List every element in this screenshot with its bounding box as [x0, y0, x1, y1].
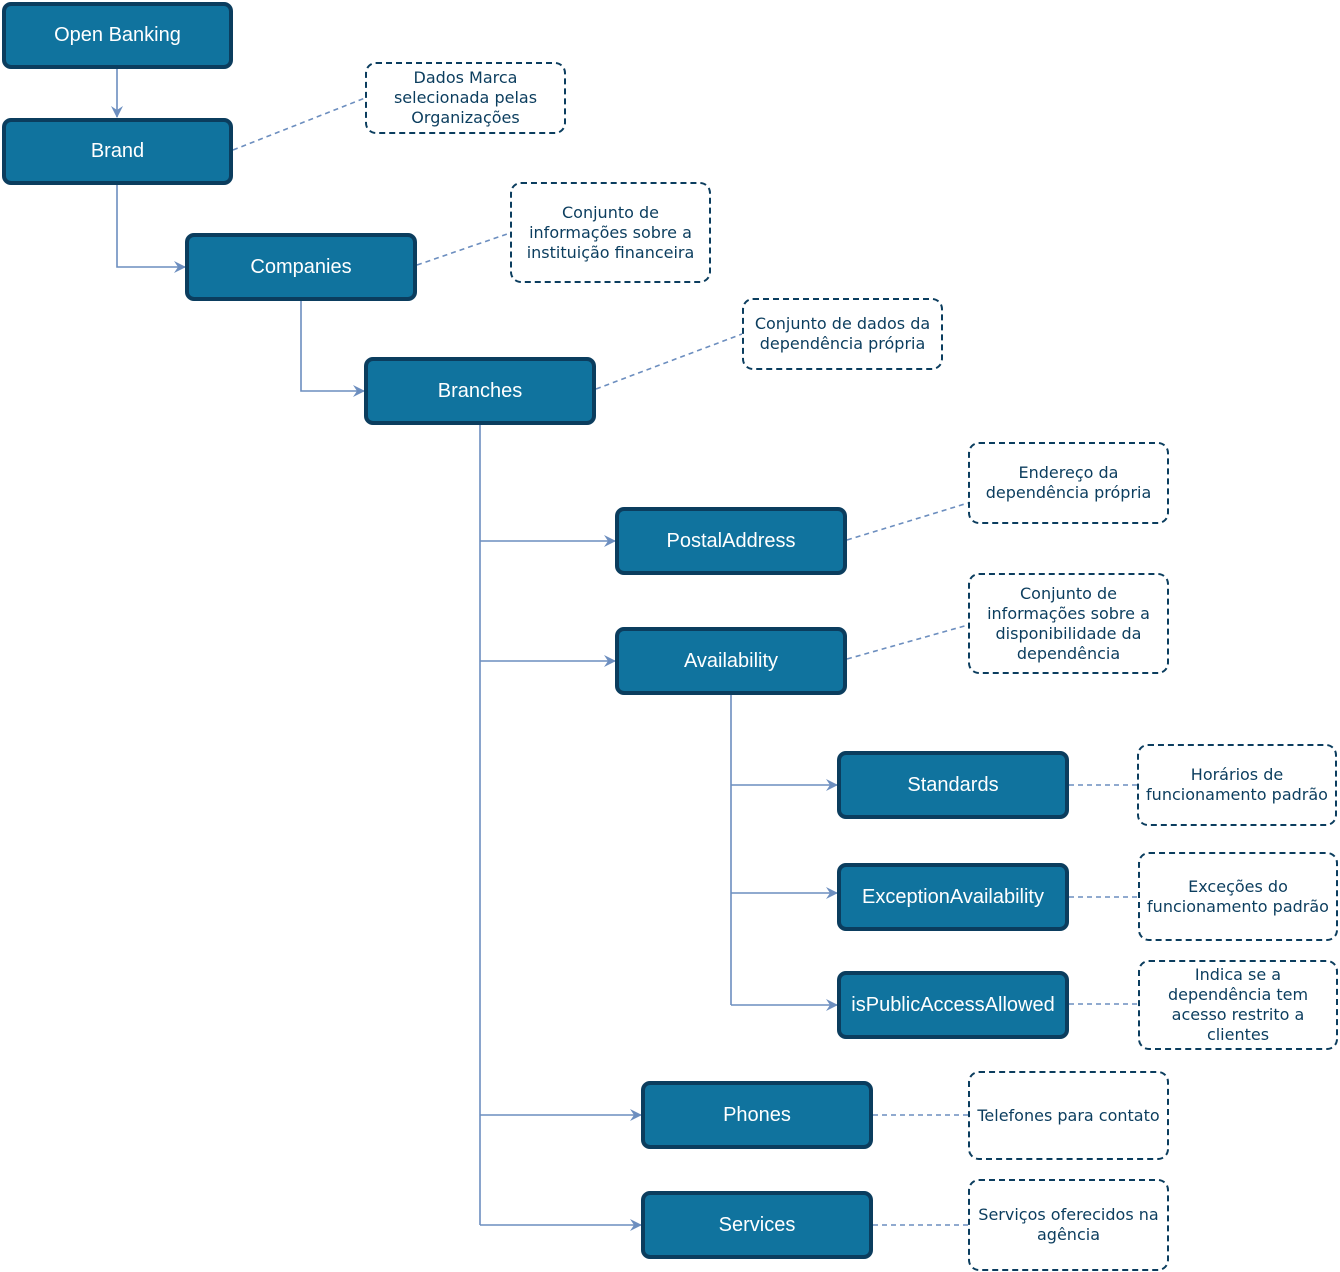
node-standards[interactable]: Standards	[837, 751, 1069, 819]
edge-companies-branches	[300, 300, 365, 397]
note-link-postaladdress	[846, 502, 969, 541]
note-brand: Dados Marca selecionada pelas Organizaçõ…	[365, 62, 566, 134]
node-is-public-access-allowed[interactable]: isPublicAccessAllowed	[837, 971, 1069, 1039]
edge-brand-companies	[116, 184, 186, 273]
note-branches: Conjunto de dados da dependência própria	[742, 298, 943, 370]
note-availability: Conjunto de informações sobre a disponib…	[968, 573, 1169, 674]
note-link-availability	[846, 624, 969, 660]
node-open-banking[interactable]: Open Banking	[2, 2, 233, 69]
node-availability[interactable]: Availability	[615, 627, 847, 695]
note-link-branches	[595, 333, 743, 390]
node-phones[interactable]: Phones	[641, 1081, 873, 1149]
node-postal-address[interactable]: PostalAddress	[615, 507, 847, 575]
node-exception-availability[interactable]: ExceptionAvailability	[837, 863, 1069, 931]
note-phones: Telefones para contato	[968, 1071, 1169, 1160]
node-services[interactable]: Services	[641, 1191, 873, 1259]
note-services: Serviços oferecidos na agência	[968, 1179, 1169, 1271]
note-postal-address: Endereço da dependência própria	[968, 442, 1169, 524]
note-link-brand	[232, 97, 366, 151]
node-companies[interactable]: Companies	[185, 233, 417, 301]
note-companies: Conjunto de informações sobre a institui…	[510, 182, 711, 283]
note-is-public-access-allowed: Indica se a dependência tem acesso restr…	[1138, 960, 1338, 1050]
node-brand[interactable]: Brand	[2, 118, 233, 185]
note-link-companies	[416, 232, 511, 266]
node-branches[interactable]: Branches	[364, 357, 596, 425]
note-exception-availability: Exceções do funcionamento padrão	[1138, 852, 1338, 941]
note-standards: Horários de funcionamento padrão	[1137, 744, 1337, 826]
